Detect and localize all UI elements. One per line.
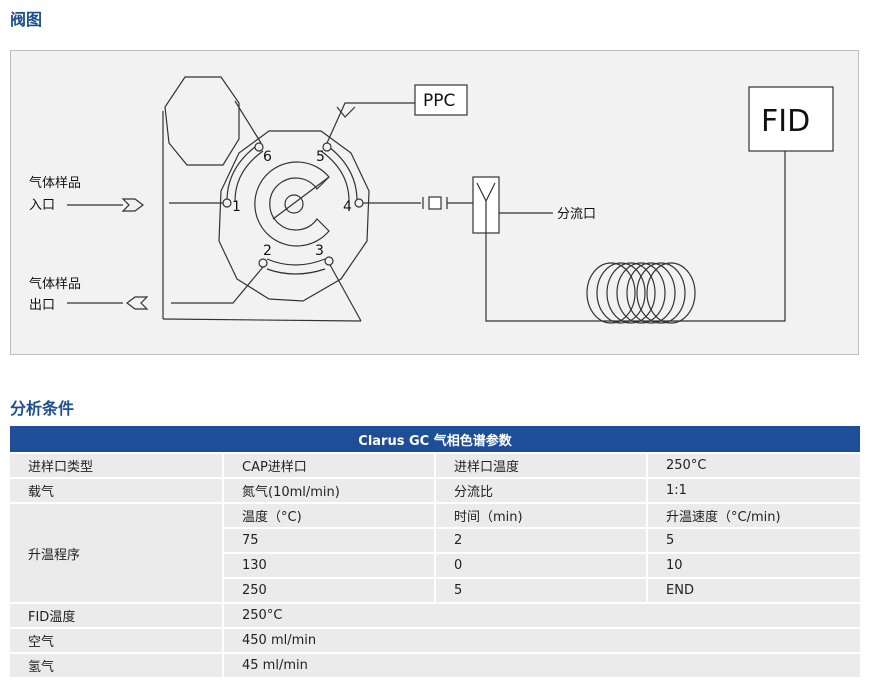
sample-loop — [164, 76, 240, 166]
step-time: 5 — [434, 577, 647, 603]
ppc-label: PPC — [423, 91, 455, 111]
outlet-label-line1: 气体样品 — [29, 276, 81, 292]
inlet-temp-label: 进样口温度 — [434, 452, 647, 478]
port-label-5: 5 — [316, 149, 325, 165]
table-header: Clarus GC 气相色谱参数 — [10, 426, 860, 453]
inlet-label-line1: 气体样品 — [29, 175, 81, 191]
rotor — [254, 161, 330, 247]
port-1 — [222, 198, 232, 208]
port-6 — [254, 142, 264, 152]
valve-diagram: 1 2 3 4 5 6 PPC FID 气体样品 入口 气体样品 出口 分流口 — [10, 50, 859, 355]
step-temp: 250 — [222, 577, 435, 603]
outlet-arrow — [126, 296, 149, 310]
split-ratio-label: 分流比 — [434, 477, 647, 503]
rotor-center — [284, 194, 304, 214]
loop-lead-port6 — [234, 100, 262, 144]
port-label-2: 2 — [263, 243, 272, 259]
outlet-label-line2: 出口 — [29, 298, 55, 313]
hydrogen-value: 45 ml/min — [222, 652, 860, 677]
step-rate: 10 — [646, 552, 860, 578]
column-line — [485, 151, 786, 322]
port-4 — [354, 198, 364, 208]
port-label-4: 4 — [343, 199, 352, 215]
port-label-3: 3 — [315, 243, 324, 259]
inlet-label-line2: 入口 — [29, 198, 55, 213]
fid-label: FID — [761, 104, 810, 139]
port-3 — [324, 256, 334, 266]
ppc-box — [414, 84, 468, 116]
table-row: 进样口类型 CAP进样口 进样口温度 250°C — [10, 452, 860, 478]
port-label-1: 1 — [232, 199, 241, 215]
fid-temp-label: FID温度 — [10, 602, 223, 628]
fid-box — [748, 86, 834, 152]
valve-diagram-svg: 1 2 3 4 5 6 PPC FID 气体样品 入口 气体样品 出口 分流口 — [29, 76, 834, 324]
groove-5-4-b — [320, 150, 350, 202]
step-rate: END — [646, 577, 860, 603]
carrier-label: 载气 — [10, 477, 223, 503]
groove-5-4 — [328, 146, 358, 202]
valve-diagram-title: 阀图 — [10, 10, 43, 29]
split-ratio-value: 1:1 — [646, 477, 860, 503]
ppc-arrowhead — [336, 106, 356, 118]
groove-2-3-b — [266, 268, 326, 275]
port-label-6: 6 — [263, 149, 272, 165]
table-row: 升温程序 温度（°C) 时间（min) 升温速度（°C/min) — [10, 502, 860, 603]
air-label: 空气 — [10, 627, 223, 653]
column-coil — [586, 262, 696, 324]
inlet-temp-value: 250°C — [646, 452, 860, 478]
step-time: 2 — [434, 527, 647, 553]
table-row: 空气 450 ml/min — [10, 627, 860, 653]
carrier-value: 氮气(10ml/min) — [222, 477, 435, 503]
table-row: 载气 氮气(10ml/min) 分流比 1:1 — [10, 477, 860, 503]
air-value: 450 ml/min — [222, 627, 860, 653]
restrictor — [428, 196, 442, 210]
fid-temp-value: 250°C — [222, 602, 860, 628]
program-label: 升温程序 — [10, 502, 223, 603]
step-temp: 130 — [222, 552, 435, 578]
groove-6-1 — [226, 146, 256, 202]
conditions-title: 分析条件 — [10, 399, 75, 418]
step-rate: 5 — [646, 527, 860, 553]
groove-6-1-b — [234, 150, 264, 202]
loop-bottom-line — [162, 318, 362, 322]
inlet-type-label: 进样口类型 — [10, 452, 223, 478]
table-row: 250 5 END — [10, 577, 860, 603]
table-row: 130 0 10 — [10, 552, 860, 578]
loop-lead-port3 — [328, 262, 362, 322]
program-col-rate: 升温速度（°C/min) — [646, 502, 860, 528]
port-2 — [258, 258, 268, 268]
table-row: 75 2 5 — [10, 527, 860, 553]
split-label: 分流口 — [557, 207, 596, 222]
hydrogen-label: 氢气 — [10, 652, 223, 677]
table-row: 氢气 45 ml/min — [10, 652, 860, 677]
ppc-line — [326, 102, 415, 144]
valve-body — [218, 130, 370, 302]
program-col-temp: 温度（°C) — [222, 502, 435, 528]
program-col-time: 时间（min) — [434, 502, 647, 528]
step-time: 0 — [434, 552, 647, 578]
inlet-arrow — [121, 198, 144, 212]
inlet-type-value: CAP进样口 — [222, 452, 435, 478]
table-row: FID温度 250°C — [10, 602, 860, 628]
groove-2-3 — [266, 258, 326, 266]
step-temp: 75 — [222, 527, 435, 553]
gc-parameters-table: Clarus GC 气相色谱参数 进样口类型 CAP进样口 进样口温度 250°… — [10, 426, 860, 677]
